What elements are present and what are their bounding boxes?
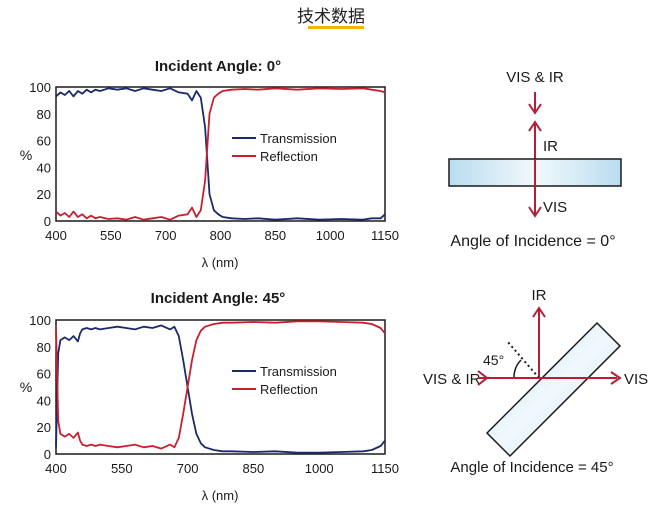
legend: Transmission Reflection: [232, 364, 337, 397]
x-tick-label: 800: [210, 228, 232, 243]
legend-transmission-label: Transmission: [260, 364, 337, 379]
x-tick-label: 400: [45, 461, 67, 476]
diagram-caption: Angle of Incidence = 0°: [450, 233, 615, 250]
transmitted-arrowhead: [528, 206, 542, 218]
y-tick-label: 40: [37, 393, 51, 408]
x-tick-label: 550: [111, 461, 133, 476]
x-tick-label: 1000: [316, 228, 345, 243]
legend: Transmission Reflection: [232, 131, 337, 164]
normal-dashed-line: [506, 340, 540, 379]
chart-title: Incident Angle: 0°: [155, 58, 281, 75]
y-tick-label: 100: [29, 313, 51, 328]
y-tick-label: 60: [37, 134, 51, 149]
legend-reflection-label: Reflection: [260, 149, 318, 164]
plot-frame: [55, 319, 386, 455]
incident-beam-label: VIS & IR: [506, 69, 564, 86]
series-transmission-line: [55, 324, 386, 454]
series-lines: [55, 87, 386, 221]
title-underline: [308, 26, 364, 29]
x-tick-label: 1000: [305, 461, 334, 476]
incident-beam-label: VIS & IR: [423, 371, 481, 388]
x-tick-label: 700: [177, 461, 199, 476]
optical-plate: [485, 321, 622, 458]
angle-label: 45°: [483, 352, 504, 368]
y-tick-label: 60: [37, 367, 51, 382]
x-axis-label: λ (nm): [202, 255, 239, 270]
y-axis-label: %: [20, 147, 32, 163]
y-tick-labels: 0 20 40 60 80 100: [29, 313, 51, 462]
x-tick-label: 550: [100, 228, 122, 243]
series-lines: [55, 320, 386, 454]
series-reflection-line: [55, 320, 386, 450]
legend-transmission-label: Transmission: [260, 131, 337, 146]
diagram-angle-0: VIS & IR IR VIS Angle of Incidence = 0°: [448, 69, 622, 250]
transmitted-beam-label: VIS: [624, 371, 648, 388]
y-tick-label: 40: [37, 160, 51, 175]
reflected-arrowhead: [532, 306, 546, 318]
chart-title: Incident Angle: 45°: [151, 290, 286, 307]
x-tick-label: 700: [155, 228, 177, 243]
diagram-angle-45: IR 45° VIS & IR VIS Angle of Incidence =…: [423, 287, 648, 476]
x-tick-label: 1150: [371, 461, 399, 476]
series-transmission-line: [55, 87, 386, 221]
x-tick-label: 850: [243, 461, 265, 476]
y-tick-label: 20: [37, 187, 51, 202]
y-tick-label: 20: [37, 420, 51, 435]
y-tick-label: 80: [37, 340, 51, 355]
y-tick-label: 0: [44, 214, 51, 229]
legend-reflection-label: Reflection: [260, 382, 318, 397]
y-tick-labels: 0 20 40 60 80 100: [29, 80, 51, 229]
incident-arrowhead: [528, 103, 542, 115]
diagram-caption: Angle of Incidence = 45°: [450, 459, 613, 476]
y-tick-label: 80: [37, 107, 51, 122]
reflected-arrowhead: [528, 120, 542, 132]
series-reflection-line: [55, 87, 386, 221]
reflected-beam-label: IR: [543, 138, 558, 155]
y-axis-label: %: [20, 379, 32, 395]
x-tick-labels: 400 550 700 850 1000 1150: [45, 461, 399, 476]
page-title: 技术数据: [297, 7, 365, 27]
x-tick-label: 400: [45, 228, 67, 243]
y-tick-label: 100: [29, 80, 51, 95]
y-tick-label: 0: [44, 447, 51, 462]
plot-frame: [55, 86, 386, 222]
reflected-beam-label: IR: [532, 287, 547, 304]
transmitted-beam-label: VIS: [543, 199, 567, 216]
incident-arrowhead: [477, 370, 489, 386]
x-tick-label: 850: [264, 228, 286, 243]
x-tick-label: 1150: [371, 228, 399, 243]
angle-arc: [513, 359, 522, 379]
x-tick-labels: 400 550 700 800 850 1000 1150: [45, 228, 399, 243]
transmitted-arrowhead: [610, 371, 622, 385]
x-axis-label: λ (nm): [202, 488, 239, 503]
